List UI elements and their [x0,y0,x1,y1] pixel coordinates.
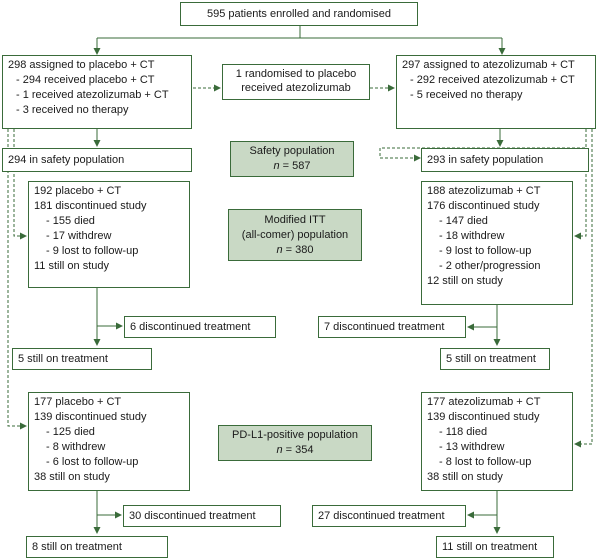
dashed-left-to-itt [13,129,27,240]
left-pdl1-discontinued-box: 30 discontinued treatment [123,505,281,527]
left-itt-discontinued-text: 6 discontinued treatment [130,321,251,333]
right-pdl1-box: 177 atezolizumab + CT 139 discontinued s… [421,392,573,491]
right-pdl1-still-treatment-text: 11 still on treatment [442,541,538,553]
right-itt-box: 188 atezolizumab + CT 176 discontinued s… [421,181,573,305]
right-pdl1-still: 38 still on study [427,471,503,483]
right-itt-discontinued-box: 7 discontinued treatment [318,316,466,338]
crossover-line-2: received atezolizumab [241,82,351,94]
pdl1-population-box: PD-L1-positive population n = 354 [218,425,372,461]
left-itt-line: 181 discontinued study [34,200,147,212]
dashed-left-to-pdl1 [7,160,27,430]
left-pdl1-still: 38 still on study [34,471,110,483]
pdl1-population-n: n = 354 [276,444,314,456]
right-itt-still-treatment-box: 5 still on treatment [440,348,550,370]
right-itt-line: 176 discontinued study [427,200,540,212]
left-itt-line: 192 placebo + CT [34,185,122,197]
itt-population-line-2: (all-comer) population [241,229,349,241]
left-pdl1-line: 139 discontinued study [34,411,147,423]
left-itt-discontinued-box: 6 discontinued treatment [124,316,276,338]
safety-population-n: n = 587 [273,160,311,172]
left-pdl1-sub: - 6 lost to follow-up [46,456,139,468]
left-pdl1-still-treatment-box: 8 still on treatment [26,536,168,558]
right-pdl1-discontinued-box: 27 discontinued treatment [312,505,466,527]
left-safety-box: 294 in safety population [2,148,192,172]
itt-population-line-1: Modified ITT [264,214,326,226]
left-itt-box: 192 placebo + CT 181 discontinued study … [28,181,190,288]
right-itt-sub: - 2 other/progression [439,260,541,272]
right-pdl1-sub: - 118 died [439,426,488,438]
right-itt-sub: - 147 died [439,215,488,227]
left-itt-sub: - 155 died [46,215,95,227]
left-assigned-item: - 3 received no therapy [16,104,129,116]
dashed-right-to-pdl1 [574,129,593,448]
right-itt-still-treatment-text: 5 still on treatment [446,353,536,365]
left-itt-still: 11 still on study [34,260,110,272]
left-assigned-title: 298 assigned to placebo + CT [8,59,155,71]
right-assigned-item: - 292 received atezolizumab + CT [410,74,575,86]
left-itt-still-treatment-text: 5 still on treatment [18,353,108,365]
right-itt-line: 188 atezolizumab + CT [427,185,541,197]
right-pdl1-sub: - 8 lost to follow-up [439,456,532,468]
right-itt-still: 12 still on study [427,275,503,287]
left-itt-sub: - 9 lost to follow-up [46,245,139,257]
crossover-line-1: 1 randomised to placebo [235,68,357,80]
left-safety-text: 294 in safety population [8,154,125,166]
pdl1-population-title: PD-L1-positive population [232,429,358,441]
enrolled-text: 595 patients enrolled and randomised [206,8,392,20]
left-assigned-box: 298 assigned to placebo + CT - 294 recei… [2,55,192,129]
itt-population-n: n = 380 [276,244,314,256]
left-itt-still-treatment-box: 5 still on treatment [12,348,152,370]
right-itt-discontinued-text: 7 discontinued treatment [324,321,445,333]
left-pdl1-sub: - 125 died [46,426,95,438]
right-pdl1-still-treatment-box: 11 still on treatment [436,536,554,558]
left-itt-sub: - 17 withdrew [46,230,112,242]
left-pdl1-sub: - 8 withdrew [46,441,106,453]
right-pdl1-line: 177 atezolizumab + CT [427,396,541,408]
left-pdl1-still-treatment-text: 8 still on treatment [32,541,122,553]
left-assigned-item: - 294 received placebo + CT [16,74,155,86]
left-pdl1-line: 177 placebo + CT [34,396,122,408]
right-safety-text: 293 in safety population [427,154,544,166]
left-assigned-item: - 1 received atezolizumab + CT [16,89,169,101]
left-pdl1-discontinued-text: 30 discontinued treatment [129,510,256,522]
safety-population-box: Safety population n = 587 [230,141,354,177]
crossover-box: 1 randomised to placebo received atezoli… [222,64,370,100]
right-itt-sub: - 9 lost to follow-up [439,245,532,257]
right-pdl1-line: 139 discontinued study [427,411,540,423]
right-assigned-item: - 5 received no therapy [410,89,523,101]
safety-population-title: Safety population [249,145,335,157]
dashed-right-to-itt [574,129,587,240]
enrolled-box: 595 patients enrolled and randomised [180,2,418,26]
itt-population-box: Modified ITT (all-comer) population n = … [228,209,362,261]
left-pdl1-box: 177 placebo + CT 139 discontinued study … [28,392,190,491]
right-pdl1-sub: - 13 withdrew [439,441,505,453]
right-assigned-title: 297 assigned to atezolizumab + CT [402,59,575,71]
right-safety-box: 293 in safety population [421,148,589,172]
right-pdl1-discontinued-text: 27 discontinued treatment [318,510,445,522]
right-itt-sub: - 18 withdrew [439,230,505,242]
right-assigned-box: 297 assigned to atezolizumab + CT - 292 … [396,55,596,129]
